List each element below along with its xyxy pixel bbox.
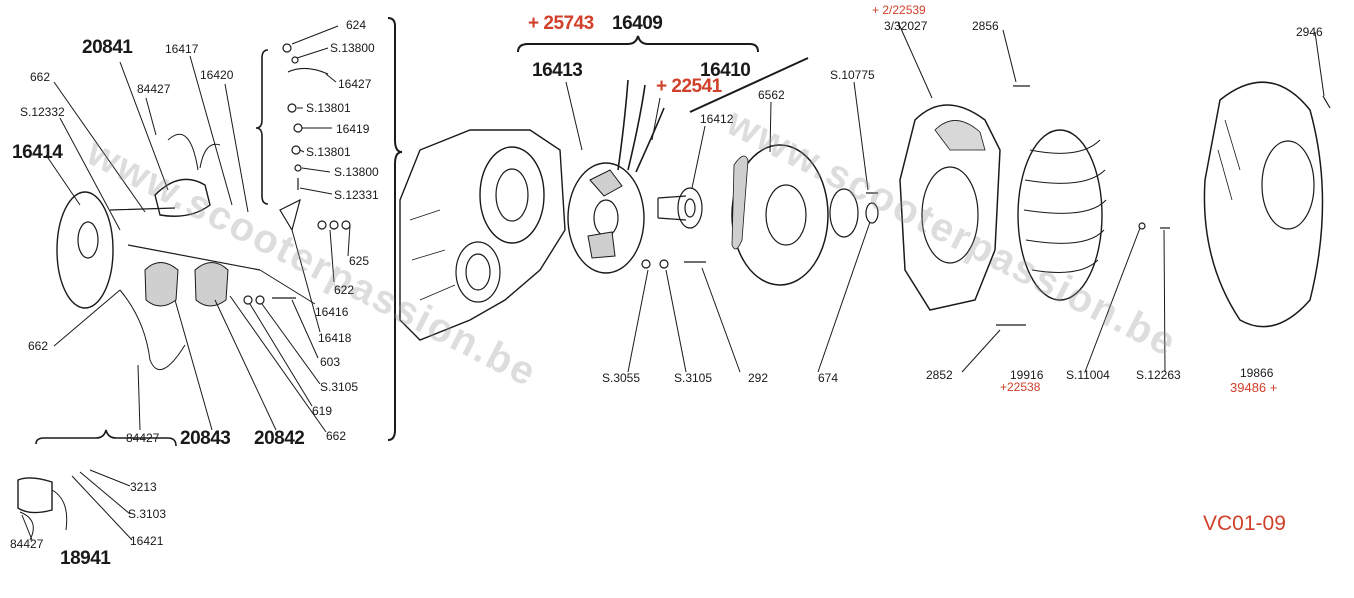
part-label: 16420 xyxy=(200,68,234,82)
part-label: S.12331 xyxy=(334,188,379,202)
brace-top-25743 xyxy=(517,35,759,53)
flywheel-hub xyxy=(657,187,703,229)
part-label: 16414 xyxy=(12,142,63,163)
part-label: 84427 xyxy=(126,431,160,445)
part-label: 16427 xyxy=(338,77,372,91)
part-label: 20843 xyxy=(180,428,231,449)
cooling-shroud xyxy=(899,104,1001,311)
left-components xyxy=(17,133,301,541)
part-label: 3213 xyxy=(130,480,157,494)
part-label: 19866 xyxy=(1240,366,1274,380)
part-label: 603 xyxy=(320,355,341,369)
part-label: S.11004 xyxy=(1066,368,1110,382)
part-label: 16416 xyxy=(315,305,349,319)
part-label: +22538 xyxy=(1000,380,1041,394)
part-label: 6562 xyxy=(758,88,785,102)
part-label: 622 xyxy=(334,283,355,297)
part-label: 625 xyxy=(349,254,370,268)
part-label: 662 xyxy=(28,339,49,353)
part-label: 16419 xyxy=(336,122,370,136)
diagram-code: VC01-09 xyxy=(1203,512,1286,535)
stator-plate xyxy=(567,79,665,274)
part-label: 2852 xyxy=(926,368,953,382)
flywheel-rotor xyxy=(731,144,829,286)
part-label: 16413 xyxy=(532,60,583,81)
circlip-674 xyxy=(865,202,879,224)
part-label: 292 xyxy=(748,371,769,385)
part-label: 16412 xyxy=(700,112,734,126)
part-label: S.13800 xyxy=(330,41,375,55)
part-label: 20842 xyxy=(254,428,305,449)
part-label: S.3055 xyxy=(602,371,641,385)
part-label: S.13800 xyxy=(334,165,379,179)
brace-16410 xyxy=(689,57,809,113)
washer-6562 xyxy=(829,188,859,238)
part-label: 84427 xyxy=(10,537,44,551)
part-label: 2856 xyxy=(972,19,999,33)
part-label: S.10775 xyxy=(830,68,875,82)
part-label: S.3103 xyxy=(128,507,167,521)
small-hardware xyxy=(243,43,1331,326)
part-label: 662 xyxy=(326,429,347,443)
part-label: S.3105 xyxy=(320,380,359,394)
leader-lines xyxy=(21,21,1325,541)
part-label: 18941 xyxy=(60,548,111,569)
part-label: 2946 xyxy=(1296,25,1323,39)
part-label: 674 xyxy=(818,371,839,385)
part-label: S.12263 xyxy=(1136,368,1181,382)
part-label: 3/32027 xyxy=(884,19,928,33)
part-label: 16410 xyxy=(700,60,751,81)
part-label: 16421 xyxy=(130,534,164,548)
part-label: 16409 xyxy=(612,13,663,34)
part-label: + 2/22539 xyxy=(872,3,926,17)
part-label: 16418 xyxy=(318,331,352,345)
part-label: 39486 + xyxy=(1230,380,1278,395)
fan-cover xyxy=(1203,81,1324,328)
part-label: 624 xyxy=(346,18,367,32)
cooling-fan xyxy=(1017,129,1107,301)
part-label: + 22541 xyxy=(656,76,722,97)
part-label: 20841 xyxy=(82,37,133,58)
part-label: + 25743 xyxy=(528,13,594,34)
bracket-right-small xyxy=(255,49,269,205)
part-label: S.3105 xyxy=(674,371,713,385)
part-label: S.13801 xyxy=(306,101,351,115)
part-label: 662 xyxy=(30,70,51,84)
engine-casing xyxy=(399,129,566,341)
bracket-left xyxy=(387,17,403,441)
part-label: 84427 xyxy=(137,82,171,96)
part-label: S.13801 xyxy=(306,145,351,159)
part-label: 19916 xyxy=(1010,368,1044,382)
brace-18941 xyxy=(35,429,177,447)
part-label: S.12332 xyxy=(20,105,65,119)
part-label: 16417 xyxy=(165,42,199,56)
part-label: 619 xyxy=(312,404,333,418)
